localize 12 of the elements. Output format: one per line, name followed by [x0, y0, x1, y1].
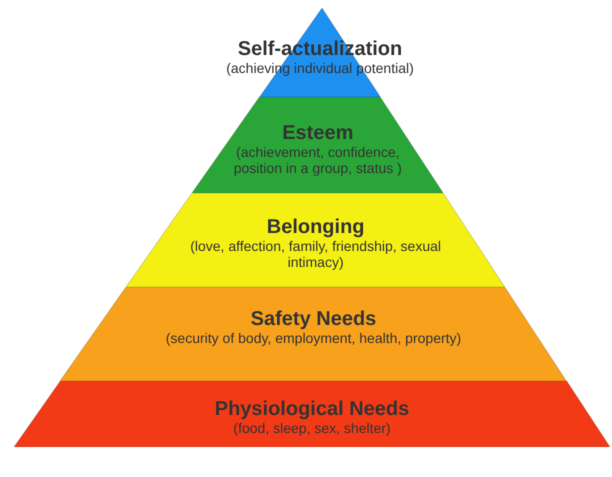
pyramid-level — [14, 381, 610, 447]
pyramid-level — [192, 97, 444, 193]
level-description: (security of body, employment, health, property) — [164, 330, 462, 346]
level-description: (food, sleep, sex, shelter) — [232, 420, 392, 436]
level-title: Belonging — [266, 216, 365, 238]
pyramid-level — [60, 287, 567, 381]
level-title: Safety Needs — [250, 308, 376, 330]
level-title: Esteem — [282, 122, 354, 144]
level-description: (love, affection, family, friendship, sexual intimacy) — [189, 238, 442, 270]
level-title: Physiological Needs — [214, 398, 410, 420]
pyramid-level — [126, 193, 506, 287]
level-description: (achievement, confidence, position in a group, status ) — [232, 144, 403, 176]
